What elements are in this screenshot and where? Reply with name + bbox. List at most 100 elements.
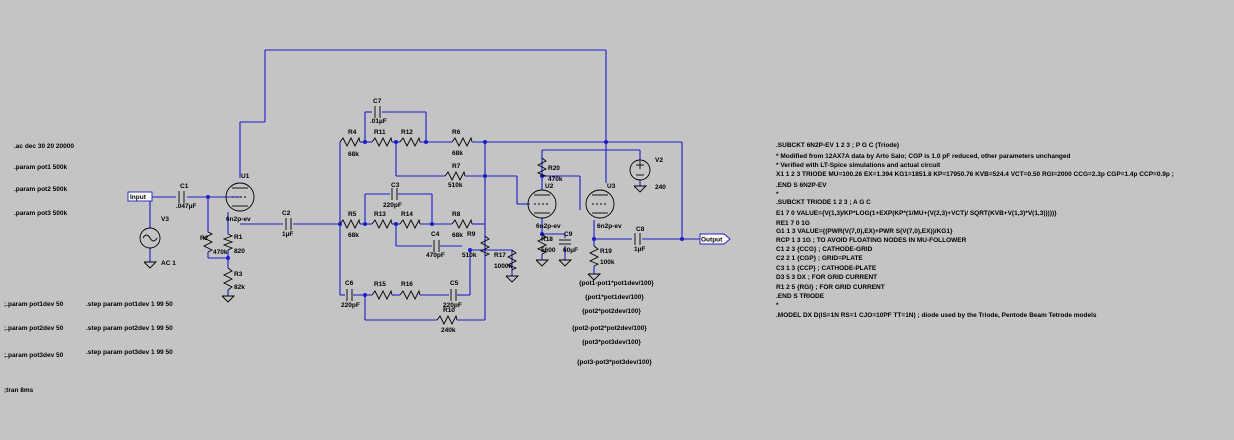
- resistor-r1[interactable]: [222, 233, 234, 251]
- components-c1-name-label: C1: [180, 183, 189, 190]
- resistor-r19[interactable]: [588, 245, 600, 267]
- directives-param3-label: .param pot3 500k: [14, 210, 67, 217]
- triode-u3[interactable]: [585, 189, 615, 219]
- directives-dev1_comment-label: ;.param pot1dev 50: [4, 301, 64, 308]
- supply-name-label: V2: [655, 157, 663, 164]
- components-u2-value-label: 6n2p-ev: [536, 223, 561, 230]
- components-r14-name-label: R14: [401, 211, 413, 218]
- components-r9-name-label: R9: [467, 231, 476, 238]
- directives-ac-label: .ac dec 30 20 20000: [14, 143, 74, 150]
- capacitor-c2[interactable]: [285, 218, 292, 230]
- components-r16-name-label: R16: [401, 281, 413, 288]
- resistor-r5[interactable]: [339, 218, 361, 230]
- components-r7-value-label: 510k: [448, 182, 463, 189]
- pot-expressions[interactable]: {pot1-pot1*pot1dev/100} {pot1*pot1dev/10…: [572, 280, 654, 366]
- capacitor-c3[interactable]: [391, 188, 398, 200]
- pot_expressions-e4-label: {pot2-pot2*pot2dev/100}: [572, 325, 647, 332]
- resistor-r7[interactable]: [444, 170, 466, 182]
- netlist-17-label: *: [776, 302, 779, 309]
- netlist-14-label: D3 5 3 DX ; FOR GRID CURRENT: [776, 274, 877, 281]
- wires: [149, 49, 700, 321]
- components-c3-name-label: C3: [391, 182, 400, 189]
- resistor-r17[interactable]: [506, 249, 518, 271]
- capacitor-c5[interactable]: [450, 289, 457, 301]
- directives-param1-label: .param pot1 500k: [14, 164, 67, 171]
- ac-source-v3[interactable]: [139, 227, 161, 249]
- netlist-18-label: .MODEL DX D(IS=1N RS=1 CJO=10PF TT=1N) ;…: [776, 312, 1097, 319]
- component-labels: C1 .047µF C2 1µF C7 .01µF C3 220pF C4 47…: [161, 98, 666, 334]
- output-port[interactable]: Output: [699, 233, 731, 245]
- components-r2-value-label: 470k: [213, 249, 228, 256]
- resistor-r14[interactable]: [399, 218, 421, 230]
- resistor-r15[interactable]: [371, 289, 393, 301]
- resistor-r20[interactable]: [536, 157, 548, 177]
- components-r4-name-label: R4: [348, 129, 357, 136]
- capacitor-c1[interactable]: [178, 191, 185, 203]
- components-u1-name-label: U1: [241, 173, 250, 180]
- components-r5-name-label: R5: [348, 211, 357, 218]
- resistor-r11[interactable]: [371, 136, 393, 148]
- resistor-r3[interactable]: [222, 267, 234, 291]
- spice-directives[interactable]: .ac dec 30 20 20000 .param pot1 500k .pa…: [4, 143, 173, 394]
- capacitor-c6[interactable]: [346, 289, 353, 301]
- components-r5-value-label: 68k: [348, 232, 359, 239]
- resistor-r12[interactable]: [399, 136, 421, 148]
- resistor-r8[interactable]: [451, 218, 473, 230]
- capacitor-c8[interactable]: [634, 233, 641, 245]
- components-c1-value-label: .047µF: [176, 203, 196, 210]
- netlist-8-label: RE1 7 0 1G: [776, 220, 810, 227]
- netlist-0-label: .SUBCKT 6N2P-EV 1 2 3 ; P G C (Triode): [776, 142, 899, 149]
- components-r20-name-label: R20: [548, 165, 560, 172]
- netlist-11-label: C1 2 3 {CCG} ; CATHODE-GRID: [776, 246, 873, 253]
- components-c4-name-label: C4: [431, 231, 440, 238]
- input-port[interactable]: Input: [127, 191, 153, 202]
- dc-source-v2[interactable]: [629, 159, 651, 181]
- ground-symbols: [143, 185, 648, 303]
- resistor-r10[interactable]: [436, 314, 458, 326]
- netlist-16-label: .END S TRIODE: [776, 293, 825, 300]
- components-r6-name-label: R6: [452, 129, 461, 136]
- netlist-4-label: .END S 6N2P-EV: [776, 182, 827, 189]
- components-r19-value-label: 100k: [600, 259, 615, 266]
- capacitor-c4[interactable]: [433, 240, 440, 252]
- components-r3-value-label: 82k: [234, 284, 245, 291]
- pot_expressions-e3-label: {pot2*pot2dev/100}: [582, 308, 641, 315]
- components-r6-value-label: 68k: [452, 150, 463, 157]
- pot_expressions-e5-label: {pot3*pot3dev/100}: [582, 339, 641, 346]
- components-u3-value-label: 6n2p-ev: [597, 223, 622, 230]
- netlist-6-label: .SUBCKT TRIODE 1 2 3 ; A G C: [776, 199, 871, 206]
- triode-u1[interactable]: [225, 182, 255, 212]
- capacitor-c9[interactable]: [559, 239, 571, 245]
- resistor-r6[interactable]: [451, 136, 473, 148]
- components-r7-name-label: R7: [452, 163, 461, 170]
- components-c9-value-label: 60µF: [563, 247, 578, 254]
- components-r18-name-label: R18: [541, 236, 553, 243]
- netlist-2-label: * Verified with LT-Spice simulations and…: [776, 162, 941, 169]
- components-c2-value-label: 1µF: [282, 231, 293, 238]
- components-c9-name-label: C9: [564, 231, 573, 238]
- capacitor-c7[interactable]: [374, 106, 381, 118]
- resistor-r9[interactable]: [479, 235, 491, 257]
- subcircuit-netlist[interactable]: .SUBCKT 6N2P-EV 1 2 3 ; P G C (Triode) *…: [776, 142, 1174, 319]
- pot_expressions-e6-label: {pot3-pot3*pot3dev/100}: [577, 359, 652, 366]
- resistor-r16[interactable]: [399, 289, 421, 301]
- netlist-9-label: G1 1 3 VALUE={(PWR(V(7,0),EX)+PWR S(V(7,…: [776, 228, 953, 235]
- directives-param2-label: .param pot2 500k: [14, 186, 67, 193]
- components-c8-value-label: 1µF: [634, 246, 645, 253]
- triode-u2[interactable]: [527, 189, 557, 219]
- netlist-1-label: * Modified from 12AX7A data by Arto Salo…: [776, 153, 1071, 160]
- netlist-13-label: C3 1 3 {CCP} ; CATHODE-PLATE: [776, 265, 877, 272]
- components-c7-name-label: C7: [373, 98, 382, 105]
- resistor-r13[interactable]: [371, 218, 393, 230]
- components-r9-value-label: 510k: [462, 252, 477, 259]
- resistor-r2[interactable]: [202, 231, 214, 253]
- source-name-label: V3: [161, 216, 169, 223]
- components-r4-value-label: 68k: [348, 151, 359, 158]
- resistor-r18[interactable]: [536, 233, 548, 255]
- components-c4-value-label: 470pF: [426, 252, 445, 259]
- directives-step1-label: .step param pot1dev 1 99 50: [86, 301, 173, 308]
- resistor-r4[interactable]: [339, 136, 361, 148]
- components-c6-value-label: 220pF: [341, 302, 360, 309]
- netlist-10-label: RCP 1 3 1G ; TO AVOID FLOATING NODES IN …: [776, 237, 967, 244]
- netlist-5-label: *: [776, 191, 779, 198]
